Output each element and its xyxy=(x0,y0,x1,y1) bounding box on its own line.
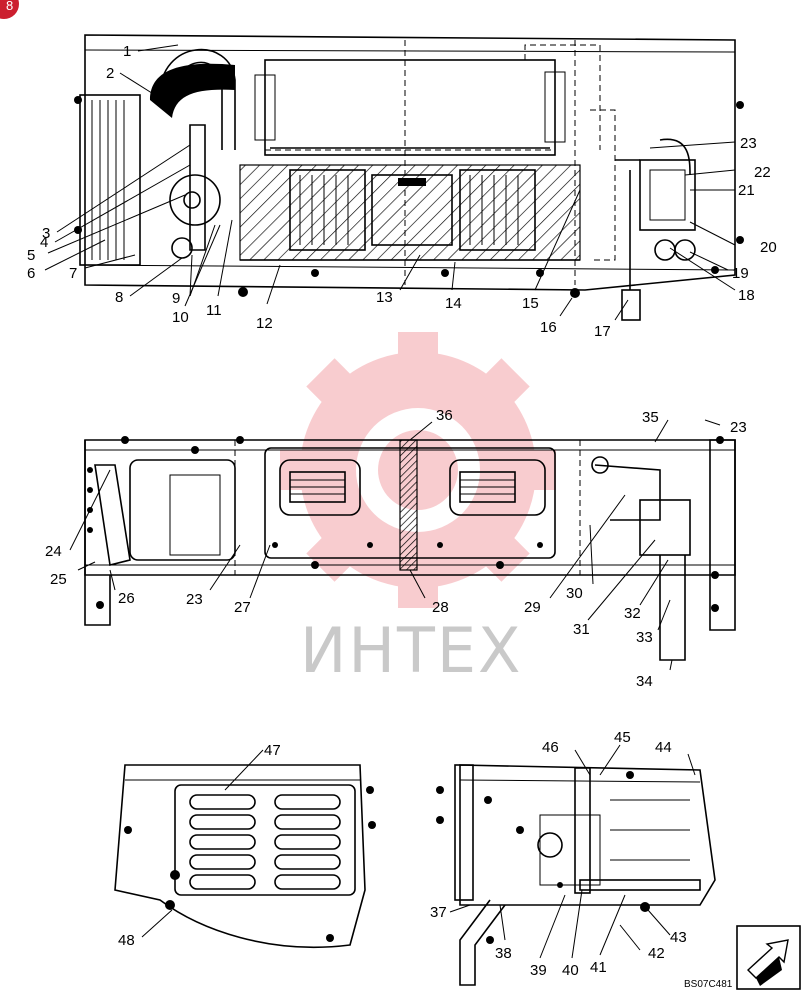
callout-34: 34 xyxy=(636,673,653,690)
callout-5: 5 xyxy=(27,247,35,264)
callout-48: 48 xyxy=(118,932,135,949)
callout-27: 27 xyxy=(234,599,251,616)
callout-3: 3 xyxy=(42,225,50,242)
callout-25: 25 xyxy=(50,571,67,588)
callout-42: 42 xyxy=(648,945,665,962)
leader-lines xyxy=(44,44,736,959)
callout-46: 46 xyxy=(542,739,559,756)
callout-43: 43 xyxy=(670,929,687,946)
callout-30: 30 xyxy=(566,585,583,602)
callout-10: 10 xyxy=(172,309,189,326)
callout-1: 1 xyxy=(123,43,131,60)
lower-right-housing xyxy=(436,764,716,986)
corner-badge-label: 8 xyxy=(6,0,13,13)
callout-41: 41 xyxy=(590,959,607,976)
callout-24: 24 xyxy=(45,543,62,560)
callout-23-middle-left: 23 xyxy=(186,591,203,608)
callout-6: 6 xyxy=(27,265,35,282)
callout-18: 18 xyxy=(738,287,755,304)
callout-20: 20 xyxy=(760,239,777,256)
callout-22: 22 xyxy=(754,164,771,181)
callout-28: 28 xyxy=(432,599,449,616)
lower-left-cover xyxy=(114,764,376,949)
callout-40: 40 xyxy=(562,962,579,979)
callout-23-top: 23 xyxy=(740,135,757,152)
direction-arrow-icon xyxy=(736,925,801,990)
callout-19: 19 xyxy=(732,265,749,282)
callout-32: 32 xyxy=(624,605,641,622)
callout-31: 31 xyxy=(573,621,590,638)
callout-16: 16 xyxy=(540,319,557,336)
callout-45: 45 xyxy=(614,729,631,746)
callout-15: 15 xyxy=(522,295,539,312)
callout-44: 44 xyxy=(655,739,672,756)
callout-9: 9 xyxy=(172,290,180,307)
callout-12: 12 xyxy=(256,315,273,332)
callout-14: 14 xyxy=(445,295,462,312)
callout-17: 17 xyxy=(594,323,611,340)
callout-13: 13 xyxy=(376,289,393,306)
callout-2: 2 xyxy=(106,65,114,82)
callout-23-middle-right: 23 xyxy=(730,419,747,436)
reference-code: BS07C481 xyxy=(684,979,733,990)
watermark-text: ИНТЕХ xyxy=(300,614,523,687)
callout-37: 37 xyxy=(430,904,447,921)
callout-21: 21 xyxy=(738,182,755,199)
callout-labels: 1 2 3 4 5 6 7 8 9 10 11 12 13 14 15 16 1… xyxy=(27,43,777,979)
callout-36: 36 xyxy=(436,407,453,424)
callout-29: 29 xyxy=(524,599,541,616)
callout-35: 35 xyxy=(642,409,659,426)
callout-8: 8 xyxy=(115,289,123,306)
callout-33: 33 xyxy=(636,629,653,646)
watermark-gear-logo xyxy=(280,332,556,608)
callout-38: 38 xyxy=(495,945,512,962)
callout-7: 7 xyxy=(69,265,77,282)
callout-11: 11 xyxy=(206,302,222,319)
front-view-assembly xyxy=(84,436,736,661)
callout-26: 26 xyxy=(118,590,135,607)
top-view-assembly xyxy=(74,34,744,321)
corner-badge: 8 xyxy=(0,0,19,19)
callout-4: 4 xyxy=(40,234,48,251)
callout-39: 39 xyxy=(530,962,547,979)
callout-47: 47 xyxy=(264,742,281,759)
